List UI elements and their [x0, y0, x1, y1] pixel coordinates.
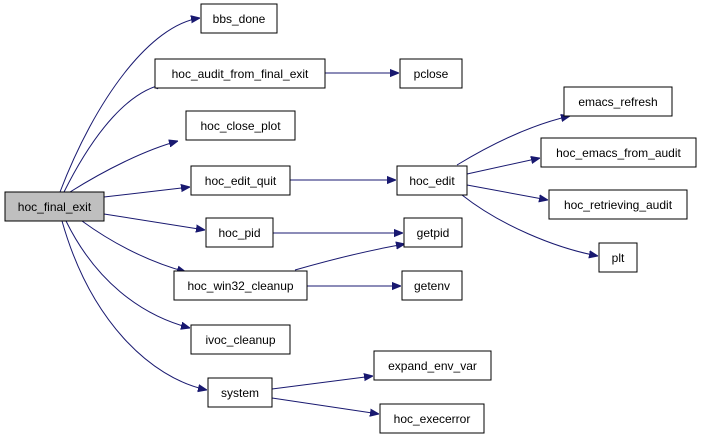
node-hoc-pid[interactable]: hoc_pid [205, 217, 274, 248]
node-hoc-retrieving-audit[interactable]: hoc_retrieving_audit [548, 189, 688, 220]
edge-hoc-final-exit-to-bbs-done [59, 18, 200, 193]
edge-hoc-final-exit-to-hoc-audit-from-final-exit [63, 84, 165, 193]
node-label: hoc_pid [218, 226, 260, 240]
edge-hoc-final-exit-to-hoc-win32-cleanup [81, 220, 186, 272]
node-label: getpid [417, 226, 450, 240]
node-label: ivoc_cleanup [205, 333, 275, 347]
node-label: hoc_final_exit [18, 200, 92, 214]
node-label: hoc_retrieving_audit [564, 198, 673, 212]
node-bbs-done[interactable]: bbs_done [200, 3, 278, 34]
edge-hoc-final-exit-to-hoc-edit-quit [103, 187, 190, 198]
node-getenv[interactable]: getenv [401, 270, 463, 301]
edge-hoc-edit-to-hoc-emacs-from-audit [466, 158, 540, 175]
node-label: hoc_edit [409, 174, 455, 188]
edge-hoc-win32-cleanup-to-getpid [294, 244, 405, 271]
edge-hoc-edit-to-plt [461, 194, 598, 256]
edge-hoc-final-exit-to-hoc-pid [103, 213, 205, 230]
node-label: hoc_execerror [394, 412, 471, 426]
node-emacs-refresh[interactable]: emacs_refresh [563, 86, 673, 117]
node-hoc-audit-from-final-exit[interactable]: hoc_audit_from_final_exit [154, 58, 326, 89]
node-ivoc-cleanup[interactable]: ivoc_cleanup [190, 324, 291, 355]
node-pclose[interactable]: pclose [399, 58, 463, 89]
node-label: emacs_refresh [578, 95, 657, 109]
node-label: expand_env_var [388, 359, 477, 373]
edge-system-to-expand-env-var [271, 376, 373, 390]
node-hoc-execerror[interactable]: hoc_execerror [379, 403, 485, 434]
node-label: hoc_win32_cleanup [187, 279, 293, 293]
node-getpid[interactable]: getpid [403, 217, 463, 248]
nodes: hoc_final_exit bbs_done hoc_audit_from_f… [4, 3, 697, 434]
node-label: getenv [414, 279, 450, 293]
node-expand-env-var[interactable]: expand_env_var [373, 350, 492, 381]
node-label: hoc_edit_quit [205, 174, 277, 188]
node-hoc-win32-cleanup[interactable]: hoc_win32_cleanup [173, 270, 308, 301]
node-label: hoc_audit_from_final_exit [172, 67, 309, 81]
node-label: pclose [414, 67, 449, 81]
edges [59, 18, 598, 414]
edge-system-to-hoc-execerror [271, 397, 379, 414]
node-hoc-final-exit[interactable]: hoc_final_exit [4, 191, 105, 222]
node-label: plt [612, 251, 625, 265]
node-hoc-edit-quit[interactable]: hoc_edit_quit [190, 165, 291, 196]
node-system[interactable]: system [207, 377, 273, 408]
node-label: hoc_close_plot [200, 119, 281, 133]
node-hoc-close-plot[interactable]: hoc_close_plot [185, 110, 296, 141]
node-label: system [221, 386, 259, 400]
node-label: bbs_done [213, 12, 266, 26]
node-hoc-emacs-from-audit[interactable]: hoc_emacs_from_audit [540, 137, 697, 168]
edge-hoc-final-exit-to-ivoc-cleanup [65, 220, 190, 328]
edge-hoc-final-exit-to-hoc-close-plot [69, 141, 178, 193]
edge-hoc-edit-to-hoc-retrieving-audit [466, 184, 548, 200]
edge-hoc-final-exit-to-system [61, 220, 207, 390]
node-label: hoc_emacs_from_audit [556, 146, 681, 160]
node-hoc-edit[interactable]: hoc_edit [396, 165, 468, 196]
node-plt[interactable]: plt [598, 242, 638, 273]
edge-hoc-edit-to-emacs-refresh [456, 116, 570, 166]
